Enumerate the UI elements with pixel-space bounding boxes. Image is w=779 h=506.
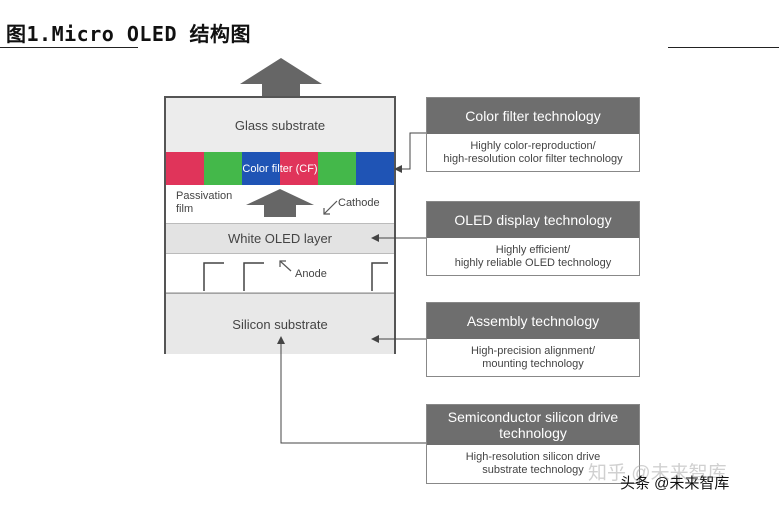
anode-label: Anode [295, 268, 327, 280]
cf-segment [166, 152, 204, 185]
light-output-arrow-icon [240, 58, 322, 98]
tech-box-semiconductor-drive: Semiconductor silicon drive technology H… [426, 404, 640, 484]
watermark-faint: 知乎 @未来智库 [588, 463, 727, 484]
cf-segment [242, 152, 280, 185]
color-filter-label: Color filter (CF) [242, 162, 318, 175]
tech-desc: High-resolution silicon drive substrate … [465, 451, 601, 476]
tech-desc: Highly efficient/ highly reliable OLED t… [454, 243, 612, 269]
cf-segment [204, 152, 242, 185]
passivation-film-label: Passivation film [176, 190, 233, 215]
white-oled-layer: White OLED layer [166, 223, 394, 254]
glass-substrate-label: Glass substrate [234, 117, 326, 133]
tech-box-oled-display: OLED display technology Highly efficient… [426, 201, 640, 276]
cf-segment [318, 152, 356, 185]
tech-title: Assembly technology [427, 303, 639, 339]
title-rule-left [0, 47, 138, 48]
cf-segment [280, 152, 318, 185]
glass-substrate-layer: Glass substrate [166, 98, 394, 152]
cf-segment [356, 152, 394, 185]
tech-title: OLED display technology [427, 202, 639, 238]
title-rule-right [668, 47, 779, 48]
oled-layer-stack: Glass substrate Color filter (CF) White … [164, 96, 396, 354]
anode-pointer-icon [279, 260, 292, 272]
tech-title: Semiconductor silicon drive technology [427, 405, 639, 445]
color-filter-layer [166, 152, 394, 185]
cathode-pointer-icon [323, 200, 338, 215]
figure-title: 图1.Micro OLED 结构图 [6, 22, 252, 46]
tech-desc: Highly color-reproduction/ high-resoluti… [443, 139, 623, 165]
anode-electrodes [166, 262, 394, 294]
silicon-substrate-label: Silicon substrate [232, 316, 328, 332]
cathode-label: Cathode [338, 197, 380, 209]
tech-title: Color filter technology [427, 98, 639, 134]
white-oled-label: White OLED layer [227, 231, 333, 246]
watermark-bold: 头条 @未来智库 [620, 475, 730, 492]
tech-box-color-filter: Color filter technology Highly color-rep… [426, 97, 640, 172]
passivation-arrow-icon [246, 189, 314, 217]
tech-box-assembly: Assembly technology High-precision align… [426, 302, 640, 377]
tech-desc: High-precision alignment/ mounting techn… [470, 344, 596, 370]
